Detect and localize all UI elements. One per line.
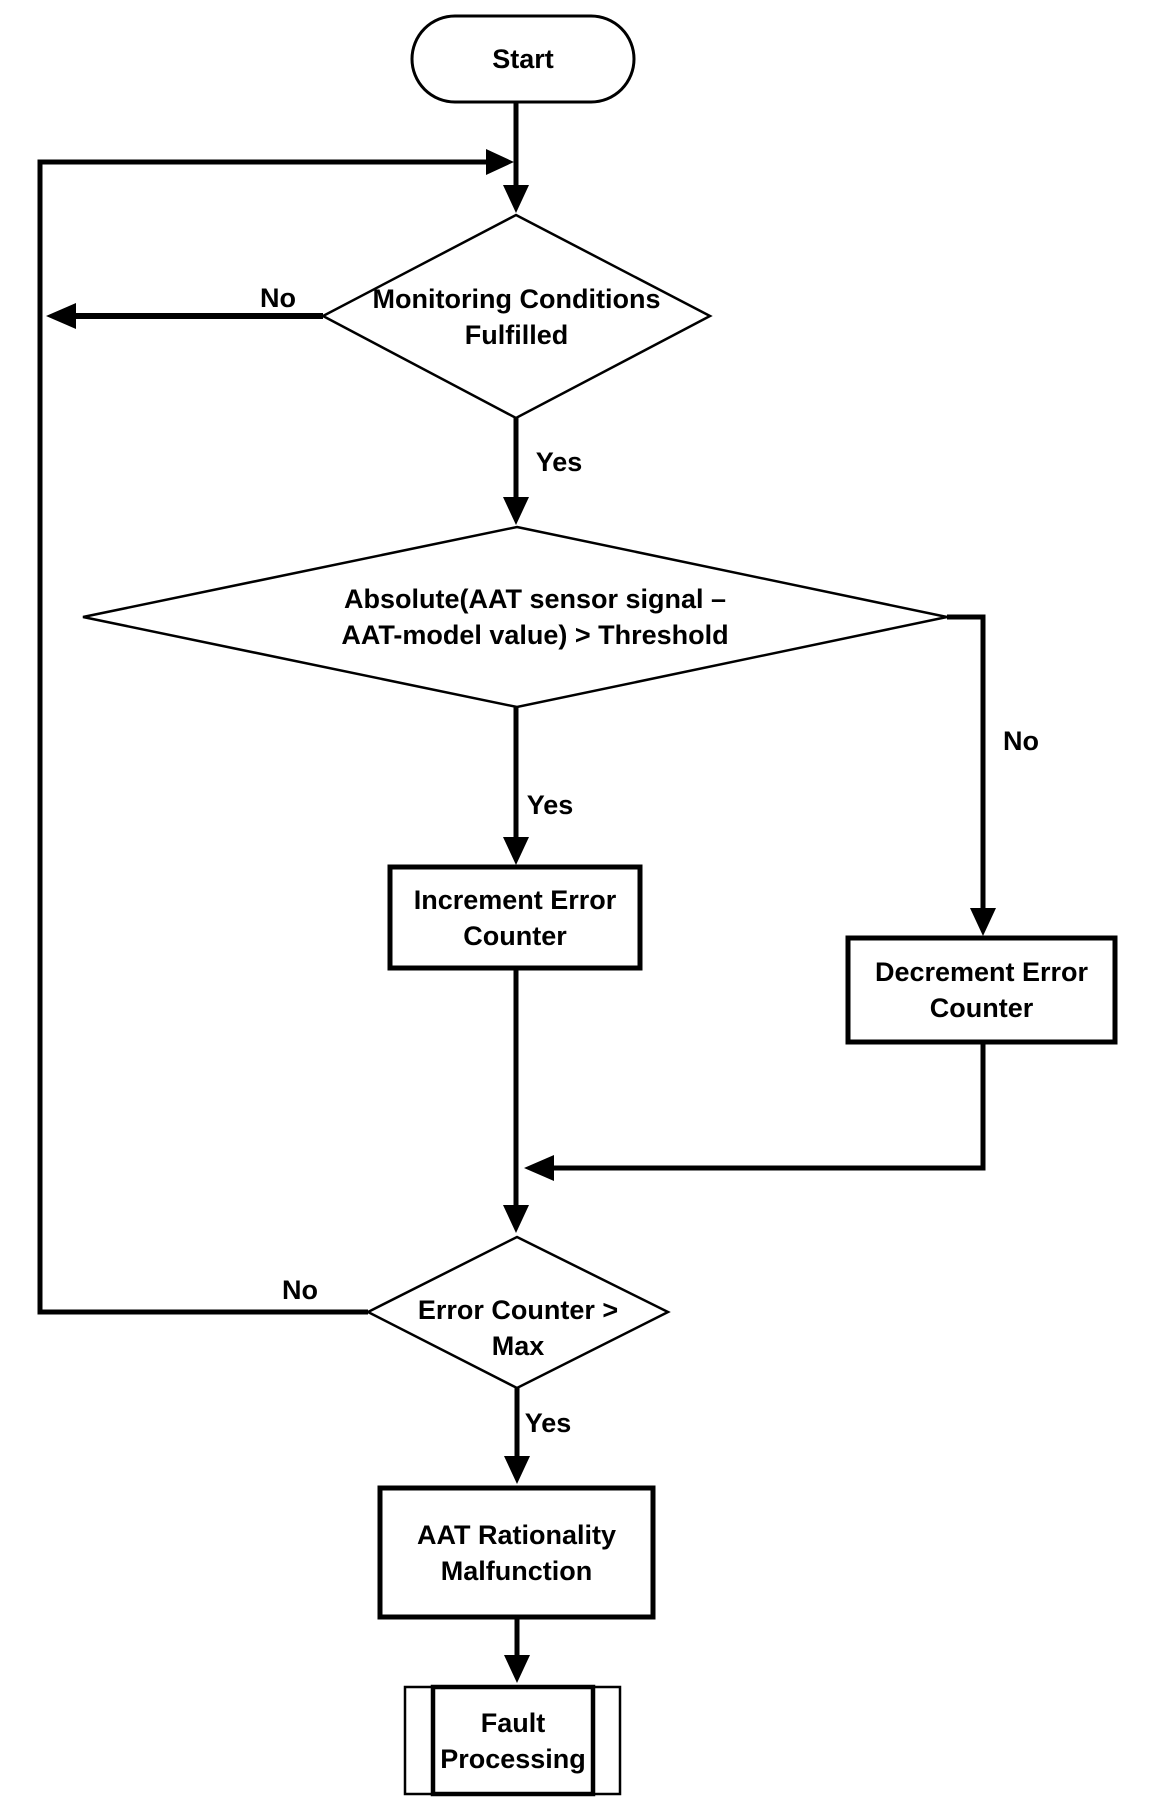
increment-process-shape	[387, 864, 643, 971]
edge-threshold-no	[947, 614, 986, 910]
arrowhead-into-decrement-icon	[970, 908, 996, 936]
edge-errormax-no-loop	[37, 159, 486, 1315]
arrowhead-into-monitoring-icon	[503, 185, 529, 213]
arrowhead-into-errormax-icon	[503, 1205, 529, 1233]
errormax-decision-shape	[365, 1235, 671, 1390]
arrowhead-merge-left-icon	[524, 1155, 554, 1181]
start-terminator-shape	[410, 14, 636, 104]
fault-predefined-inner-shape	[430, 1684, 596, 1797]
arrowhead-into-increment-icon	[503, 837, 529, 865]
arrowhead-monitoring-no-icon	[46, 303, 76, 329]
arrowhead-into-fault-icon	[504, 1655, 530, 1683]
threshold-decision-shape	[82, 525, 948, 709]
decrement-process-shape	[845, 935, 1118, 1045]
monitoring-decision-shape	[320, 213, 713, 420]
aat-malfunction-process-shape	[377, 1485, 656, 1620]
arrowhead-loop-reentry-icon	[486, 149, 514, 175]
arrowhead-into-aat-icon	[504, 1456, 530, 1484]
edge-decrement-merge	[554, 1042, 986, 1171]
arrowhead-into-threshold-icon	[503, 497, 529, 525]
fault-predefined-outer-shape	[403, 1685, 622, 1796]
